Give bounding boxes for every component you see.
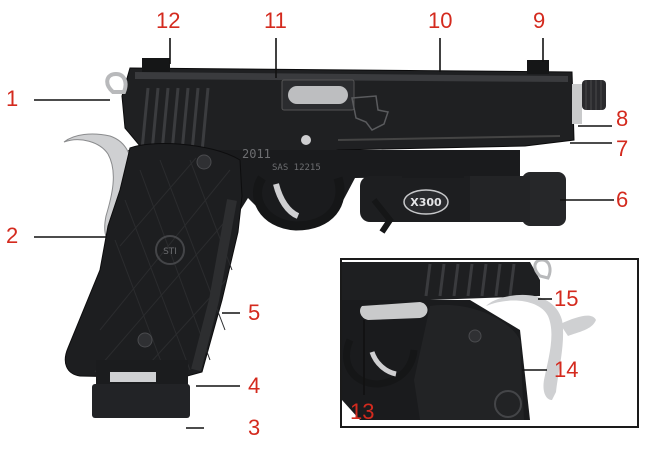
rear-sight [142,58,170,72]
front-sight [527,60,549,74]
callout-8: 8 [616,106,629,131]
model-engraving: 2011 [242,147,271,161]
callout-9: 9 [533,8,546,33]
slide-line [337,135,561,141]
callout-3: 3 [248,415,261,440]
thread-protector [582,80,606,110]
sti-logo [155,235,185,265]
callout-11: 11 [264,8,287,33]
inset-leader-lines [363,298,552,395]
inset-trigger-guard [343,338,418,388]
slide-top-highlight [135,72,568,82]
thread-lines [585,80,602,110]
callout-4: 4 [248,373,261,398]
pistol-illustration: STI 2011 SAS 12215 X300 [63,58,606,418]
inset-grip-screw [468,329,482,343]
trigger [273,183,300,219]
rear-serrations [140,87,210,153]
inset-trigger [369,351,397,377]
callout-5: 5 [248,300,261,325]
callout-13: 13 [350,399,375,424]
texas-logo [351,95,389,131]
grip-screw-bottom [137,332,153,348]
leader-lines [34,38,614,429]
grip-stippling [191,199,237,372]
callout-14: 14 [554,357,579,382]
callout-10: 10 [428,8,453,33]
callout-2: 2 [6,223,19,248]
magazine-window [110,372,156,382]
hammer [105,71,128,94]
trigger-guard [253,175,345,231]
inset-grip-safety [486,294,564,400]
inset-safety-lever [560,315,596,336]
callout-15: 15 [554,286,579,311]
barrel-muzzle [572,84,582,124]
callout-1: 1 [6,86,19,111]
grip [64,143,243,379]
slide-stop-pin [301,135,311,145]
inset-sti-logo [494,390,522,418]
sti-logo-text: STI [163,247,177,257]
callout-7: 7 [616,136,629,161]
magazine-base-pad [92,384,190,418]
inset-serrations [424,263,516,297]
light-brand: X300 [410,196,442,209]
grip-screw-top [196,154,212,170]
inset-slide-stop [360,302,428,320]
inset-grip [414,304,524,420]
callout-12: 12 [156,8,181,33]
serial-engraving: SAS 12215 [272,163,321,173]
inset-hammer [533,260,552,280]
weapon-light: X300 [360,154,566,234]
callout-6: 6 [616,187,629,212]
inset-detail [340,258,639,428]
barrel-hood [288,86,348,104]
